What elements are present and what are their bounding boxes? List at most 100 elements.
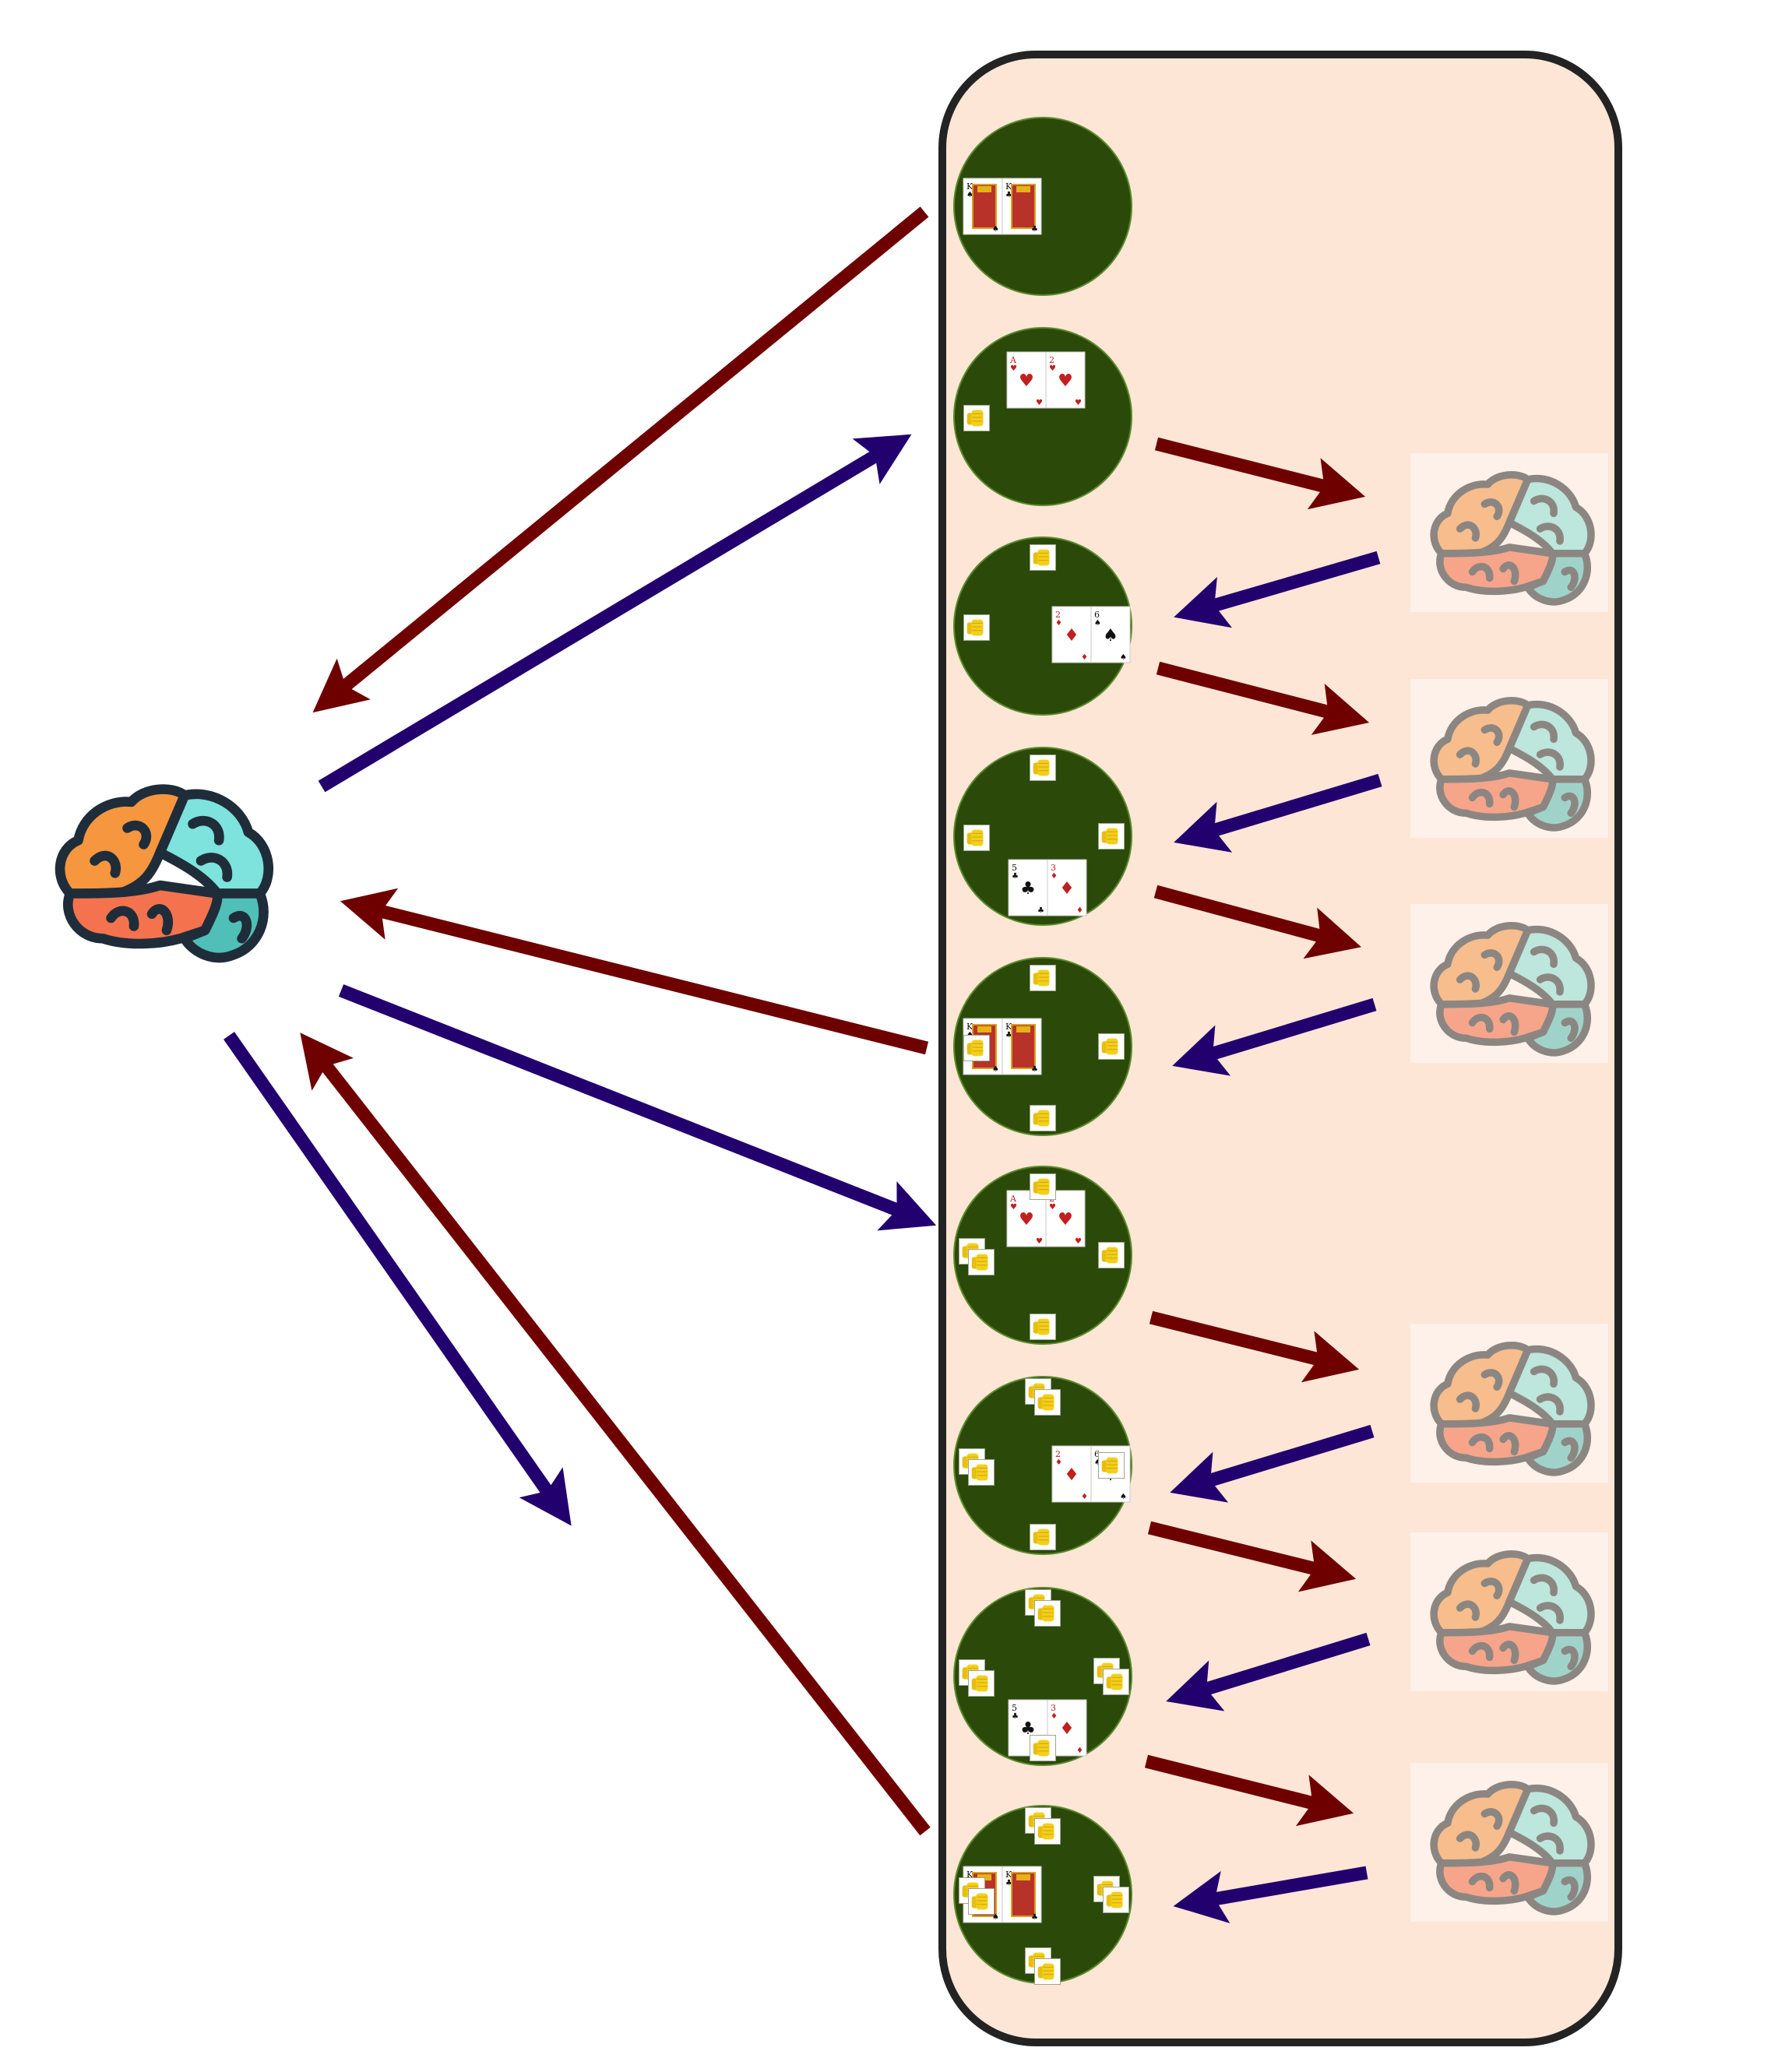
chip-stack-icon — [968, 1888, 995, 1915]
poker-table — [953, 747, 1132, 926]
card-suit-pip: ♦ — [1064, 626, 1079, 646]
poker-table — [953, 327, 1132, 506]
opponent-action-arrow — [1174, 773, 1382, 853]
main-agent-observation-arrow — [340, 888, 929, 1055]
card-suit-small: ♥ — [1036, 1237, 1043, 1246]
card-suit-small: ♣ — [1005, 191, 1012, 199]
main-agent-observation-arrow — [312, 206, 929, 713]
card-rank: 5 — [1012, 1703, 1017, 1713]
card-suit-small: ♣ — [1031, 1065, 1038, 1074]
opponent-observation-arrow — [1156, 661, 1370, 735]
card-suit-pip: ♦ — [1059, 879, 1075, 899]
card-suit-small: ♦ — [1051, 1712, 1058, 1721]
opponent-action-arrow — [1174, 551, 1381, 628]
card-rank: K — [1005, 181, 1012, 192]
playing-card: K♣♣ — [1002, 178, 1042, 235]
poker-table — [953, 957, 1132, 1136]
chip-stack-icon — [1030, 1314, 1056, 1340]
card-suit-pip: ♠ — [1103, 626, 1118, 646]
opponent-agent-2 — [1410, 679, 1608, 838]
chip-stack-icon — [1098, 823, 1125, 850]
chip-stack-icon — [963, 614, 990, 641]
card-rank: K — [1005, 1022, 1012, 1032]
card-suit-small: ♠ — [1120, 653, 1127, 662]
card-rank: 2 — [1055, 1449, 1061, 1459]
card-suit-small: ♠ — [992, 1065, 999, 1074]
opponent-agent-4 — [1410, 1324, 1608, 1483]
card-rank: A — [1009, 1194, 1017, 1204]
chip-stack-icon — [1098, 1452, 1125, 1479]
card-suit-small: ♣ — [1005, 1031, 1012, 1040]
card-suit-pip: ♥ — [1019, 1210, 1034, 1229]
poker-table — [953, 536, 1132, 716]
card-suit-small: ♦ — [1055, 619, 1062, 628]
chip-stack-icon — [1030, 1735, 1056, 1761]
card-suit-small: ♥ — [1049, 364, 1056, 373]
card-suit-small: ♥ — [1049, 1203, 1056, 1212]
card-suit-small: ♥ — [1036, 399, 1043, 407]
opponent-observation-arrow — [1147, 1521, 1357, 1592]
game-state-8: 5♣♣♣3♦♦♦ — [953, 1587, 1132, 1766]
card-suit-small: ♥ — [1010, 1203, 1017, 1212]
chip-stack-icon — [963, 405, 990, 431]
card-rank: 3 — [1051, 863, 1056, 873]
playing-card: 2♥♥♥ — [1045, 1190, 1086, 1247]
chip-stack-icon — [1034, 1389, 1061, 1416]
card-rank: 6 — [1094, 1449, 1100, 1459]
chip-stack-icon — [1034, 1600, 1061, 1627]
card-rank: 5 — [1012, 863, 1017, 873]
chip-stack-icon — [1103, 1669, 1129, 1695]
main-agent-action-arrow — [318, 434, 912, 793]
card-suit-small: ♦ — [1051, 872, 1058, 881]
card-suit-pip: ♥ — [1058, 1210, 1073, 1229]
chip-stack-icon — [1030, 1105, 1056, 1131]
chip-stack-icon — [1030, 1173, 1056, 1200]
arrows-layer — [224, 206, 1382, 1923]
card-suit-pip: ♣ — [1020, 1719, 1036, 1739]
card-suit-small: ♣ — [1012, 1712, 1019, 1721]
playing-card: A♥♥♥ — [1006, 351, 1047, 409]
chip-stack-icon — [1098, 1242, 1125, 1268]
game-state-9: K♠♠K♣♣ — [953, 1805, 1132, 1985]
game-state-6: A♥♥♥2♥♥♥ — [953, 1166, 1132, 1345]
card-suit-small: ♦ — [1076, 1747, 1083, 1755]
card-rank: 2 — [1055, 610, 1061, 620]
card-suit-small: ♠ — [992, 1913, 999, 1922]
poker-table — [953, 1166, 1132, 1345]
brain-icon — [60, 789, 269, 958]
playing-card: 5♣♣♣ — [1008, 859, 1048, 916]
opponent-action-arrow — [1170, 1424, 1375, 1503]
game-state-5: K♠♠K♣♣ — [953, 957, 1132, 1136]
card-suit-pip: ♥ — [1058, 371, 1073, 391]
card-suit-small: ♦ — [1076, 906, 1083, 915]
card-suit-small: ♣ — [1005, 1879, 1012, 1887]
playing-card: 6♠♠♠ — [1090, 606, 1131, 663]
chip-stack-icon — [1103, 1887, 1129, 1913]
main-agent-observation-arrow — [300, 1032, 931, 1836]
card-rank: K — [966, 1870, 973, 1880]
card-suit-pip: ♣ — [1020, 879, 1036, 899]
main-agent-action-arrow — [338, 984, 937, 1231]
card-suit-small: ♦ — [1081, 653, 1088, 662]
opponent-observation-arrow — [1153, 885, 1361, 959]
chip-stack-icon — [1030, 755, 1056, 781]
poker-table — [953, 1587, 1132, 1766]
playing-card: K♣♣ — [1002, 1866, 1042, 1923]
card-rank: 6 — [1094, 610, 1100, 620]
card-suit-small: ♥ — [1075, 399, 1082, 407]
poker-table — [953, 1376, 1132, 1555]
card-suit-small: ♦ — [1081, 1493, 1088, 1501]
card-rank: K — [966, 1022, 973, 1032]
chip-stack-icon — [1098, 1033, 1125, 1060]
game-state-1: K♠♠K♣♣ — [953, 117, 1132, 296]
card-rank: K — [1005, 1870, 1012, 1880]
card-suit-small: ♥ — [1010, 364, 1017, 373]
opponent-action-arrow — [1173, 1866, 1368, 1923]
card-rank: A — [1009, 355, 1017, 365]
playing-card: K♠♠ — [963, 178, 1003, 235]
chip-stack-icon — [1030, 544, 1056, 571]
chip-stack-icon — [968, 1249, 995, 1275]
chip-stack-icon — [968, 1670, 995, 1697]
opponent-action-arrow — [1166, 1632, 1371, 1711]
